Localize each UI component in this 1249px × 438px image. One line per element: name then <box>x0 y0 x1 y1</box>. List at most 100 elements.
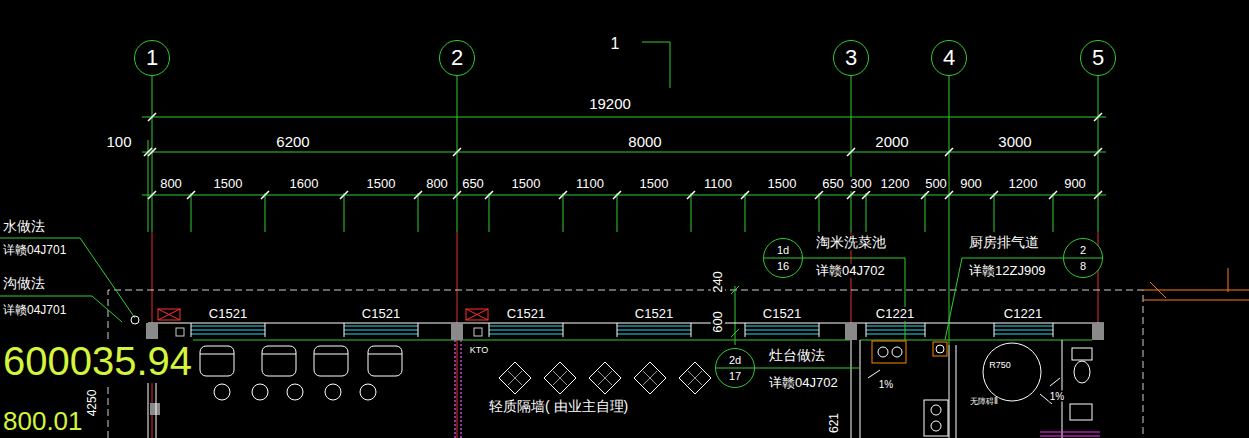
note-text: 轻质隔墙( 由业主自理) <box>488 399 629 414</box>
dimension-text: 1100 <box>703 177 733 191</box>
axis-number: 4 <box>943 46 955 70</box>
exhaust-duct <box>936 345 944 353</box>
circle-outline <box>1081 41 1116 76</box>
dimension-text: 1500 <box>366 177 397 191</box>
circle-outline <box>440 41 475 76</box>
detail-callout: 1d16 <box>763 238 803 278</box>
circle-outline <box>932 41 967 76</box>
dimension-text: 800 <box>159 177 183 191</box>
slope-text: 1% <box>878 379 894 390</box>
note-reference: 详赣04J701 <box>2 244 67 257</box>
column <box>150 403 160 415</box>
leader-line <box>0 238 135 322</box>
ac-unit <box>158 309 180 320</box>
table-detail <box>508 371 702 385</box>
ac-unit-cross <box>466 309 488 320</box>
callout-number: 16 <box>777 260 789 272</box>
dimension-text: 240 <box>711 270 725 294</box>
axis-bubble: 4 <box>931 40 967 76</box>
window-tag: C1521 <box>361 307 401 321</box>
sofa-seat <box>200 346 234 376</box>
floor-drain <box>131 316 139 324</box>
dimension-text: 6200 <box>275 134 310 151</box>
circle-outline <box>834 41 869 76</box>
elevation-number: 800.01 <box>2 407 84 436</box>
column <box>146 323 158 340</box>
dimension-text: 800 <box>425 177 449 191</box>
callout-number: 1d <box>777 244 789 256</box>
axis-number: 3 <box>845 46 857 70</box>
dimension-text: 600 <box>711 310 725 334</box>
axis-bubble: 5 <box>1080 40 1116 76</box>
dimension-text: 100 <box>105 134 132 151</box>
stool <box>287 384 303 400</box>
circle-outline <box>1064 239 1103 278</box>
window-tag: C1521 <box>506 307 546 321</box>
stove-burner <box>931 421 941 431</box>
dimension-text: 1500 <box>767 177 798 191</box>
stool <box>214 384 230 400</box>
stool <box>325 384 341 400</box>
dimension-text: 500 <box>924 177 948 191</box>
magenta-line <box>1040 432 1100 436</box>
stool <box>360 384 376 400</box>
dimension-text: 1200 <box>1008 177 1039 191</box>
note-reference: 详赣04J702 <box>768 376 839 390</box>
leader-line <box>803 258 905 340</box>
axis-bubble: 3 <box>833 40 869 76</box>
wash-basin <box>1070 404 1092 420</box>
elevation-number: 600035.94 <box>2 339 193 383</box>
roof-edge <box>108 290 1143 438</box>
axis-number: 1 <box>146 46 158 70</box>
leader-line <box>945 258 1063 340</box>
dimension-text: 621 <box>828 412 841 434</box>
dimension-text: 2000 <box>874 134 909 151</box>
stool <box>252 384 268 400</box>
grid-line <box>148 76 1098 345</box>
inner-wall <box>156 340 1092 341</box>
dimension-tick <box>144 113 1102 199</box>
window-jamb <box>191 323 1053 337</box>
window-tag: C1521 <box>634 307 674 321</box>
ac-unit-cross <box>158 309 180 320</box>
axis-number: 5 <box>1092 46 1104 70</box>
note-text: 水做法 <box>2 219 46 234</box>
sink <box>872 341 906 363</box>
dimension-text: 8000 <box>627 134 662 151</box>
dimension-text: 19200 <box>588 96 632 113</box>
adjacent-outline <box>1143 268 1249 300</box>
callout-divider <box>716 368 754 369</box>
dimension-line <box>731 286 739 345</box>
note-text: 厨房排气道 <box>968 235 1040 250</box>
turning-circle <box>983 343 1041 401</box>
callout-number: 8 <box>1080 260 1086 272</box>
radius-text: R750 <box>988 361 1012 371</box>
note-reference: 详赣04J702 <box>815 264 886 278</box>
note-text: 沟做法 <box>2 276 46 291</box>
dimension-text: 1500 <box>213 177 244 191</box>
circle-outline <box>764 239 803 278</box>
dimension-text: 3000 <box>997 134 1032 151</box>
wall-line <box>148 340 1062 438</box>
note-text: 灶台做法 <box>768 348 826 363</box>
column <box>451 323 463 340</box>
stove <box>924 400 948 436</box>
dimension-text: 900 <box>1063 177 1087 191</box>
column <box>1092 323 1104 340</box>
circle-outline <box>135 41 170 76</box>
sofa-back <box>200 354 402 355</box>
window-tag: C1221 <box>1003 307 1043 321</box>
note-reference: 详赣12ZJ909 <box>968 264 1047 278</box>
dimension-line <box>142 117 1106 195</box>
exhaust-duct <box>933 342 947 356</box>
column <box>845 323 857 340</box>
section-number: 1 <box>610 35 621 53</box>
circle-outline <box>716 349 755 388</box>
callout-number: 2d <box>729 354 741 366</box>
dimension-text: 900 <box>959 177 983 191</box>
toilet-tank <box>1072 348 1092 360</box>
detail-callout: 2d17 <box>715 348 755 388</box>
window-tag: C1521 <box>762 307 802 321</box>
axis-number: 2 <box>451 46 463 70</box>
toilet-bowl <box>1074 361 1090 383</box>
